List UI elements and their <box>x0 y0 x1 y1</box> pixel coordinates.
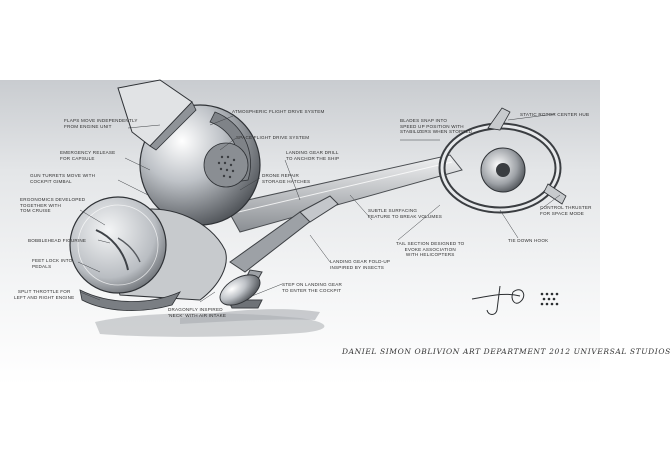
annotation-bobblehead: BOBBLEHEAD FIGURINE <box>28 238 87 243</box>
annotation-subtle-surfacing: SUBTLE SURFACING FEATURE TO BREAK VOLUME… <box>368 208 442 219</box>
leader-lines <box>77 113 561 303</box>
ship-illustration <box>69 79 567 337</box>
annotation-drone-repair: DRONE REPAIR STORAGE HATCHES <box>262 173 311 184</box>
annotation-ergonomics: ERGONOMICS DEVELOPED TOGETHER WITH TOM C… <box>20 197 86 214</box>
annotation-atmospheric-drive: ATMOSPHERIC FLIGHT DRIVE SYSTEM <box>232 109 325 114</box>
annotation-landing-drill: LANDING GEAR DRILL TO ANCHOR THE SHIP <box>286 150 340 161</box>
ground-shadow <box>95 309 325 337</box>
annotation-tail-section: TAIL SECTION DESIGNED TO EVOKE ASSOCIATI… <box>396 241 465 258</box>
artist-signature <box>471 285 525 315</box>
annotation-blades-snap: BLADES SNAP INTO SPEED UP POSITION WITH … <box>400 118 473 135</box>
annotation-space-drive: SPACE FLIGHT DRIVE SYSTEM <box>236 135 310 140</box>
annotation-landing-gear-foldup: LANDING GEAR FOLD-UP INSPIRED BY INSECTS <box>330 259 391 270</box>
annotation-flaps: FLAPS MOVE INDEPENDENTLY FROM ENGINE UNI… <box>64 118 138 129</box>
tail-boom <box>224 154 463 233</box>
annotation-control-thruster: CONTROL THRUSTER FOR SPACE MODE <box>540 205 592 216</box>
flap <box>117 79 197 151</box>
annotation-tie-down-hook: TIE DOWN HOOK <box>508 238 549 243</box>
annotation-emergency-release: EMERGENCY RELEASE FOR CAPSULE <box>60 150 116 161</box>
annotation-feet-lock: FEET LOCK INTO PEDALS <box>32 258 73 269</box>
annotation-gun-turrets: GUN TURRETS MOVE WITH COCKPIT GIMBAL <box>30 173 96 184</box>
annotation-dragonfly-neck: DRAGONFLY INSPIRED 'NECK' WITH AIR INTAK… <box>168 307 227 318</box>
annotation-step-on-gear: STEP ON LANDING GEAR TO ENTER THE COCKPI… <box>282 282 343 293</box>
annotation-split-throttle: SPLIT THROTTLE FOR LEFT AND RIGHT ENGINE <box>14 289 75 300</box>
annotation-static-rotor: STATIC ROTOR CENTER HUB <box>520 112 590 117</box>
credit-line: DANIEL SIMON OBLIVION ART DEPARTMENT 201… <box>342 347 671 356</box>
signature-dots-icon <box>540 292 559 306</box>
concept-art-canvas: FLAPS MOVE INDEPENDENTLY FROM ENGINE UNI… <box>0 79 671 385</box>
